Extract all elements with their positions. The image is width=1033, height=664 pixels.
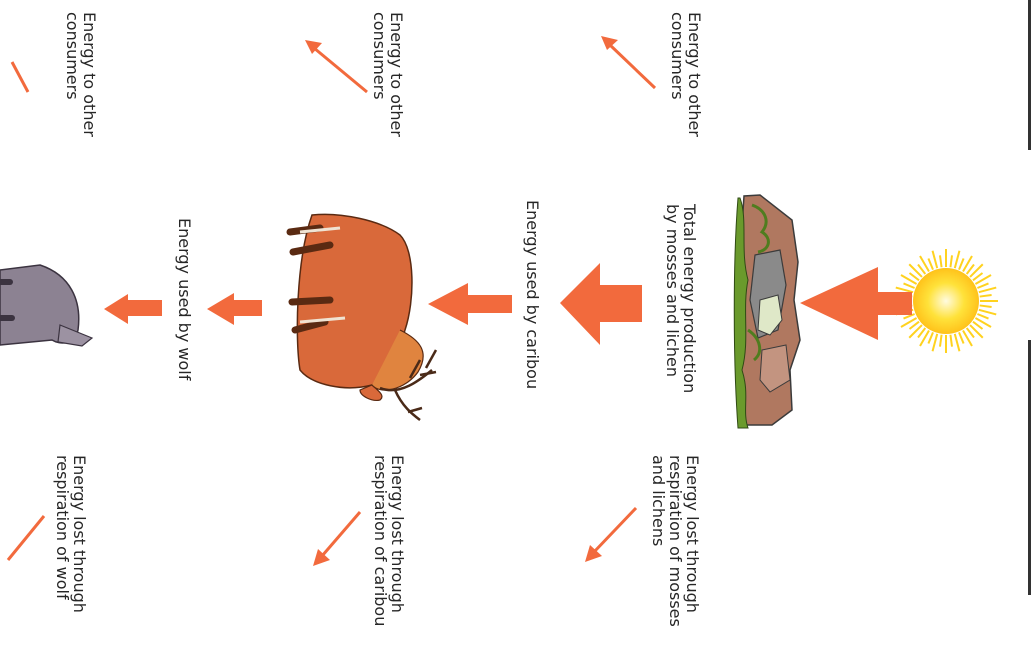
arrow-lost-wolf-line bbox=[8, 516, 44, 560]
sun-ray bbox=[910, 322, 920, 329]
sun-ray bbox=[955, 251, 960, 268]
arrow-other-consumers-3-line bbox=[12, 62, 28, 92]
sun-ray bbox=[967, 328, 974, 338]
arrow-wolf-to-next bbox=[104, 294, 162, 324]
label-total-production: Total energy production by mosses and li… bbox=[664, 204, 698, 393]
sun-ray bbox=[904, 283, 915, 288]
label-lost-mosses: Energy lost through respiration of mosse… bbox=[650, 455, 701, 627]
sun-ray bbox=[933, 334, 938, 351]
caribou-icon bbox=[290, 214, 436, 420]
edge-line-top bbox=[1028, 0, 1031, 150]
label-lost-wolf: Energy lost through respiration of wolf bbox=[54, 455, 88, 613]
sun-ray bbox=[918, 328, 925, 338]
arrow-other-consumers-1-head bbox=[601, 36, 618, 50]
arrow-producers-to-caribou bbox=[560, 263, 642, 345]
arrow-sun-to-producers bbox=[800, 267, 912, 340]
arrow-other-consumers-1-line bbox=[610, 45, 655, 88]
arrow-other-consumers-2-line bbox=[314, 48, 367, 92]
sun-ray bbox=[933, 251, 938, 268]
sun-ray bbox=[940, 255, 942, 267]
sun-ray bbox=[959, 332, 964, 343]
label-used-by-wolf: Energy used by wolf bbox=[176, 218, 193, 380]
label-other-consumers-3: Energy to other consumers bbox=[64, 12, 98, 137]
arrow-lost-caribou-line bbox=[322, 512, 360, 556]
label-lost-caribou: Energy lost through respiration of carib… bbox=[372, 455, 406, 626]
arrow-caribou-to-next-large bbox=[428, 283, 512, 325]
sun-ray bbox=[979, 310, 996, 315]
sun-ray bbox=[940, 335, 942, 347]
sun-ray bbox=[950, 335, 952, 347]
arrow-lost-mosses-line bbox=[594, 508, 636, 552]
sun-ray bbox=[980, 305, 992, 307]
sun-ray bbox=[910, 273, 920, 280]
label-other-consumers-1: Energy to other consumers bbox=[669, 12, 703, 137]
sun-ray bbox=[928, 332, 933, 343]
wolf-icon bbox=[0, 265, 92, 346]
label-used-by-caribou: Energy used by caribou bbox=[524, 200, 541, 389]
label-other-consumers-2: Energy to other consumers bbox=[371, 12, 405, 137]
sun-ray bbox=[950, 255, 952, 267]
sun-ray bbox=[928, 259, 933, 270]
sun-ray bbox=[896, 288, 913, 293]
edge-line-bottom bbox=[1028, 340, 1031, 595]
sun-ray bbox=[955, 334, 960, 351]
sun-ray bbox=[959, 259, 964, 270]
sun-ray bbox=[980, 295, 992, 297]
sun-ray bbox=[977, 314, 988, 319]
sun-ray bbox=[973, 273, 983, 280]
sun-ray bbox=[977, 283, 988, 288]
sun-ray bbox=[973, 322, 983, 329]
sun-ray bbox=[967, 265, 974, 275]
sun-ray bbox=[979, 288, 996, 293]
sun-ray bbox=[918, 265, 925, 275]
moss-lichen-rock-icon bbox=[734, 195, 800, 428]
arrow-caribou-to-wolf bbox=[207, 293, 262, 325]
